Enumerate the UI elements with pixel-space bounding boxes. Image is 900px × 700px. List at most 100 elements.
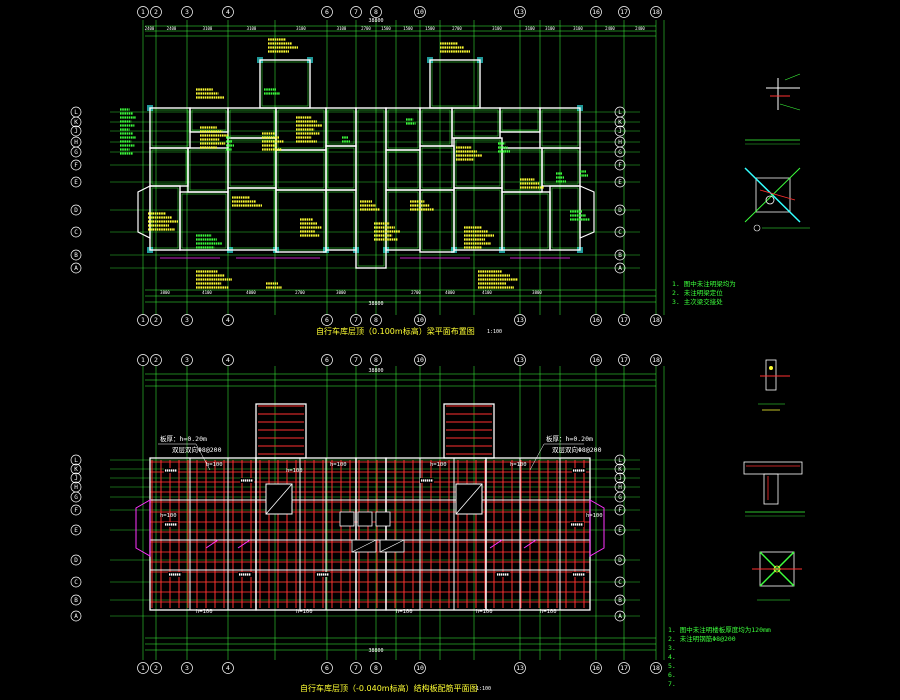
axis-label: A [618, 265, 622, 272]
axis-bubble [618, 6, 630, 18]
slab-thickness-label: h=100 [206, 462, 223, 468]
axis-label: H [618, 139, 622, 146]
axis-label: B [74, 597, 78, 604]
axis-bubble [614, 472, 626, 484]
axis-label: 8 [374, 356, 378, 364]
bottom-plan-scale: 1:100 [476, 686, 492, 692]
note-bottom-7: 7. [668, 680, 676, 688]
axis-bubble [590, 314, 602, 326]
axis-label: 16 [592, 356, 600, 364]
dimension-text: 3800 [532, 290, 542, 295]
axis-bubble [222, 314, 234, 326]
axis-bubble [514, 6, 526, 18]
bottom-wall-outline [135, 403, 605, 611]
dimension-text: 2700 [295, 290, 305, 295]
axis-bubble [350, 354, 362, 366]
axis-bubble [150, 314, 162, 326]
axis-label: 2 [154, 8, 158, 16]
axis-bubble [370, 314, 382, 326]
axis-label: 6 [325, 316, 329, 324]
slab-thickness-label: h=100 [586, 513, 603, 519]
detail-corner-node [744, 167, 810, 232]
axis-label: G [618, 494, 622, 501]
axis-bubble [70, 576, 82, 588]
axis-bubble [614, 610, 626, 622]
axis-label: E [618, 179, 622, 186]
axis-label: J [618, 475, 622, 482]
axis-label: J [618, 128, 622, 135]
axis-bubble [614, 176, 626, 188]
axis-bubble [614, 491, 626, 503]
axis-bubble [414, 662, 426, 674]
axis-bubble [414, 6, 426, 18]
axis-bubble [414, 354, 426, 366]
axis-label: G [74, 494, 78, 501]
axis-label: 13 [516, 316, 524, 324]
axis-label: K [618, 119, 622, 126]
axis-label: 16 [592, 664, 600, 672]
axis-label: L [618, 109, 622, 116]
axis-label: 3 [185, 316, 189, 324]
axis-bubble [650, 662, 662, 674]
axis-label: 16 [592, 8, 600, 16]
axis-bubble [370, 6, 382, 18]
axis-bubble [70, 176, 82, 188]
axis-bubble [350, 662, 362, 674]
axis-bubble [321, 314, 333, 326]
axis-bubble [321, 354, 333, 366]
axis-bubble [614, 554, 626, 566]
axis-label: C [618, 229, 622, 236]
axis-label: 13 [516, 356, 524, 364]
axis-bubble [618, 314, 630, 326]
axis-label: 4 [226, 356, 230, 364]
slab-thickness-label: h=100 [286, 468, 303, 474]
axis-label: 1 [141, 8, 145, 16]
note-bottom-5: 5. [668, 662, 676, 670]
axis-label: E [618, 527, 622, 534]
axis-label: 10 [416, 356, 424, 364]
axis-bubble [70, 262, 82, 274]
dimension-text: 4100 [202, 290, 212, 295]
axis-bubble [514, 662, 526, 674]
axis-label: G [74, 149, 78, 156]
dimension-text: 2700 [452, 26, 462, 31]
axis-bubble [321, 662, 333, 674]
axis-label: 17 [620, 8, 628, 16]
axis-label: 6 [325, 356, 329, 364]
note-top-1: 1. 图中未注明梁均为 [672, 280, 736, 288]
axis-bubble [70, 524, 82, 536]
note-top-3: 3. 主次梁交接处 [672, 298, 723, 306]
axis-bubble [181, 354, 193, 366]
axis-label: 10 [416, 316, 424, 324]
axis-label: 18 [652, 316, 660, 324]
top-total-dimension: 38800 [368, 18, 383, 24]
axis-label: C [74, 579, 78, 586]
axis-label: 13 [516, 664, 524, 672]
axis-bubble [70, 249, 82, 261]
dimension-text: 4000 [246, 290, 256, 295]
dimension-text: 3100 [525, 26, 535, 31]
axis-bubble [70, 116, 82, 128]
callout-left-rebar: 双层双向Φ8@200 [172, 445, 222, 454]
axis-bubble [137, 662, 149, 674]
axis-bubble [70, 226, 82, 238]
detail-wall-section [758, 359, 790, 411]
axis-label: E [74, 527, 78, 534]
axis-label: 1 [141, 664, 145, 672]
axis-bubble [590, 662, 602, 674]
axis-label: L [618, 457, 622, 464]
axis-bubble [150, 6, 162, 18]
axis-label: K [74, 119, 78, 126]
axis-label: 10 [416, 664, 424, 672]
axis-bubble [137, 354, 149, 366]
axis-bubble [150, 354, 162, 366]
note-bottom-2: 2. 未注明钢筋Φ8@200 [668, 635, 736, 643]
slab-thickness-label: h=100 [430, 462, 447, 468]
axis-bubble [150, 662, 162, 674]
axis-label: 8 [374, 664, 378, 672]
axis-label: B [618, 252, 622, 259]
axis-bubble [614, 226, 626, 238]
axis-bubble [350, 6, 362, 18]
axis-bubble [181, 314, 193, 326]
slab-thickness-label: h=100 [476, 609, 493, 615]
